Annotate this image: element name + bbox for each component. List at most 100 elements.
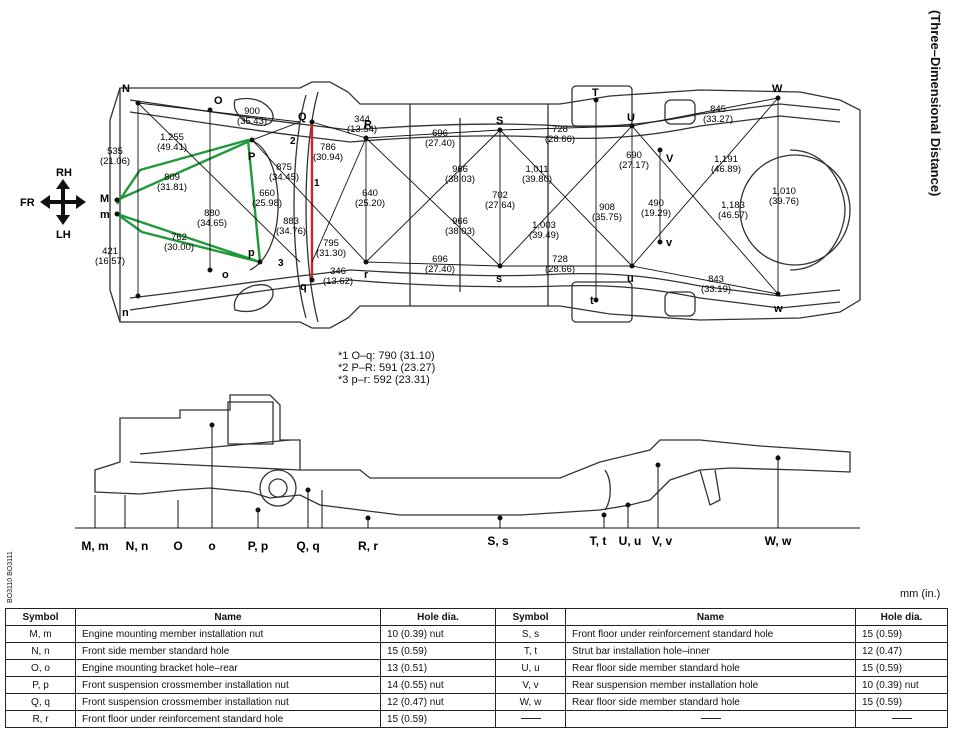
point-label: U: [627, 112, 635, 124]
side-label: Q, q: [296, 539, 319, 553]
side-view-body: [94, 394, 851, 516]
point-dots: [114, 95, 781, 303]
measure-label: 640(25.20): [355, 188, 385, 209]
measure-label: 883(34.76): [276, 216, 306, 237]
unit-label: mm (in.): [900, 588, 941, 600]
point-label: T: [592, 87, 599, 99]
measure-label: 490(19.29): [641, 198, 671, 219]
measure-label: 809(31.81): [157, 172, 187, 193]
point-label: v: [666, 237, 673, 249]
symbol-cell: O, o: [5, 659, 76, 677]
point-label: w: [773, 303, 783, 315]
side-label: T, t: [590, 534, 607, 548]
symbol-cell: V, v: [495, 676, 566, 694]
side-label: R, r: [358, 539, 378, 553]
symbol-cell: M, m: [5, 625, 76, 643]
header-symbol: Symbol: [495, 608, 566, 626]
symbol-cell: N, n: [5, 642, 76, 660]
direction-lh-label: LH: [56, 229, 71, 241]
name-cell: Front floor under reinforcement standard…: [565, 625, 856, 643]
figure-code: BO3110 BO3111: [7, 551, 14, 603]
measure-label: 660(25.98): [252, 188, 282, 209]
point-label: R: [364, 119, 372, 131]
mark-2: 2: [290, 136, 296, 147]
measure-label: 875(34.45): [269, 162, 299, 183]
measure-label: 1,003(39.49): [529, 220, 559, 241]
side-label: W, w: [765, 534, 792, 548]
measure-label: 690(27.17): [619, 150, 649, 171]
hole-dia-cell: 15 (0.59): [855, 625, 948, 643]
symbol-table: Symbol Name Hole dia. Symbol Name Hole d…: [5, 608, 948, 728]
point-label: m: [100, 209, 110, 221]
hole-dia-cell: 14 (0.55) nut: [380, 676, 496, 694]
empty-dash: [700, 718, 721, 720]
name-cell: Strut bar installation hole–inner: [565, 642, 856, 660]
side-labels: M, m N, n O o P, p Q, q R, r S, s T, t U…: [81, 534, 792, 553]
header-name: Name: [565, 608, 856, 626]
measure-label: 696(27.40): [425, 254, 455, 275]
point-label: M: [100, 193, 109, 205]
empty-dash: [891, 718, 912, 720]
side-pointer-lines: [94, 422, 781, 528]
measurement-notes: *1 O–q: 790 (31.10) *2 P–R: 591 (23.27) …: [338, 350, 435, 386]
measure-label: 966(38.03): [445, 164, 475, 185]
side-title-text: (Three–Dimensional Distance): [928, 10, 943, 196]
name-cell: Front side member standard hole: [75, 642, 381, 660]
point-label: u: [627, 273, 634, 285]
point-label: S: [496, 115, 503, 127]
hole-dia-cell: 12 (0.47): [855, 642, 948, 660]
name-cell: Engine mounting bracket hole–rear: [75, 659, 381, 677]
name-cell: Front floor under reinforcement standard…: [75, 710, 381, 728]
note-line: *1 O–q: 790 (31.10): [338, 350, 435, 362]
name-cell: Front suspension crossmember installatio…: [75, 676, 381, 694]
measure-label: 421(16.57): [95, 246, 125, 267]
empty-dash: [520, 718, 541, 720]
header-symbol: Symbol: [5, 608, 76, 626]
direction-arrows: [40, 179, 86, 225]
point-label: O: [214, 95, 223, 107]
measure-label: 702(27.64): [485, 190, 515, 211]
direction-rh-label: RH: [56, 167, 72, 179]
side-label: V, v: [652, 534, 673, 548]
symbol-cell: Q, q: [5, 693, 76, 711]
side-label: O: [173, 539, 182, 553]
hole-dia-cell: [855, 710, 948, 728]
point-label: q: [300, 281, 307, 293]
symbol-cell: R, r: [5, 710, 76, 728]
symbol-cell: U, u: [495, 659, 566, 677]
header-hole-dia: Hole dia.: [380, 608, 496, 626]
symbol-cell: [495, 710, 566, 728]
measure-label: 696(27.40): [425, 128, 455, 149]
side-title: (Three–Dimensional Distance): [928, 10, 943, 196]
point-label: o: [222, 269, 229, 281]
measure-label: 535(21.06): [100, 146, 130, 167]
point-label: t: [590, 295, 594, 307]
figure-code-text: BO3110 BO3111: [7, 551, 14, 603]
name-cell: Rear suspension member installation hole: [565, 676, 856, 694]
hole-dia-cell: 12 (0.47) nut: [380, 693, 496, 711]
mark-1: 1: [314, 178, 320, 189]
hole-dia-cell: 15 (0.59): [855, 659, 948, 677]
underbody-diagram: RH LH FR N O Q R S T U W M m P p V v r s…: [20, 81, 861, 553]
point-label: V: [666, 153, 674, 165]
name-cell: Front suspension crossmember installatio…: [75, 693, 381, 711]
hole-dia-cell: 15 (0.59): [380, 642, 496, 660]
point-label: N: [122, 83, 130, 95]
symbol-cell: W, w: [495, 693, 566, 711]
point-label: P: [248, 151, 255, 163]
point-label: r: [364, 269, 369, 281]
hole-dia-cell: 10 (0.39) nut: [380, 625, 496, 643]
asterisk-marks: 1 2 3: [278, 136, 320, 269]
top-measure-labels: 535(21.06) 1,255(49.41) 900(35.43) 344(1…: [95, 104, 799, 295]
measure-label: 795(31.30): [316, 238, 346, 259]
measure-label: 843(33.19): [701, 274, 731, 295]
top-point-labels: N O Q R S T U W M m P p V v r s u w q n …: [100, 83, 783, 319]
side-label: N, n: [126, 539, 149, 553]
hole-dia-cell: 15 (0.59): [380, 710, 496, 728]
measure-label: 880(34.65): [197, 208, 227, 229]
top-measure-lines: [137, 97, 779, 300]
point-label: s: [496, 273, 502, 285]
